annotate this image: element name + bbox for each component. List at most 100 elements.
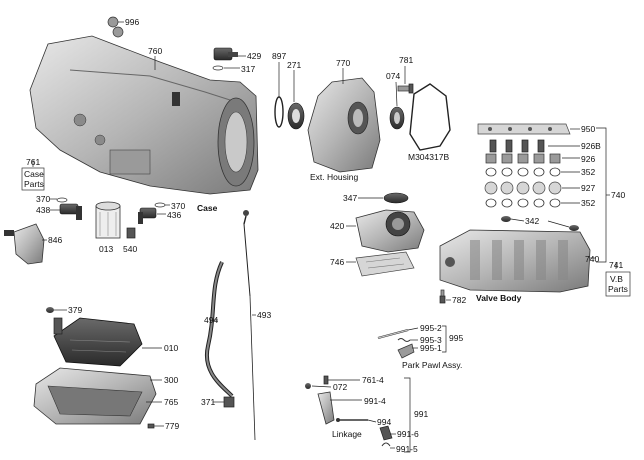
callout-m304317b: M304317B: [408, 152, 449, 162]
callout-741: 741: [609, 260, 623, 270]
callout-010: 010: [164, 343, 178, 353]
part-271-bearing: [287, 102, 305, 130]
callout-271: 271: [287, 60, 301, 70]
case-parts-box: 761 Case Parts: [21, 157, 45, 191]
sleeve-row-926: [485, 153, 561, 164]
part-379-oring: [46, 307, 54, 313]
part-995-2-pin: [377, 329, 409, 339]
part-994-rod: [336, 418, 368, 422]
callout-342: 342: [525, 216, 539, 226]
part-300-oil-pan: [33, 367, 157, 425]
callout-371: 371: [201, 397, 215, 407]
callout-760: 760: [148, 46, 162, 56]
part-429-sensor: [213, 47, 238, 61]
callout-761: 761: [26, 157, 40, 167]
callout-926b: 926B: [581, 141, 601, 151]
case-parts-line1: Case: [24, 169, 44, 179]
part-010-oil-filter: [53, 317, 143, 367]
part-347-seal: [383, 192, 409, 204]
callout-317: 317: [241, 64, 255, 74]
part-779-bolt: [147, 423, 155, 429]
caption-park-pawl: Park Pawl Assy.: [402, 360, 462, 370]
callout-300: 300: [164, 375, 178, 385]
part-991-6-lever: [379, 425, 393, 441]
part-781-bolt: [397, 83, 414, 94]
callout-493: 493: [257, 310, 271, 320]
callout-846: 846: [48, 235, 62, 245]
callout-995-2: 995-2: [420, 323, 442, 333]
callout-781: 781: [399, 55, 413, 65]
part-897-snap-ring: [274, 96, 284, 128]
vb-parts-line2: Parts: [608, 284, 628, 294]
part-420-pump-assembly: [355, 209, 425, 253]
part-371-grommet: [223, 396, 235, 408]
callout-740-valve-body: 740: [585, 254, 599, 264]
callout-746: 746: [330, 257, 344, 267]
part-996-bolts: [107, 16, 124, 38]
callout-995: 995: [449, 333, 463, 343]
callout-991: 991: [414, 409, 428, 419]
callout-995-1: 995-1: [420, 343, 442, 353]
oring-row-352-top: [485, 167, 561, 177]
callout-072: 072: [333, 382, 347, 392]
caption-valve-body: Valve Body: [476, 293, 522, 303]
part-950-gasket-plate: [477, 123, 571, 135]
callout-436: 436: [167, 210, 181, 220]
part-m304317b-gasket: [409, 83, 451, 151]
callout-779: 779: [165, 421, 179, 431]
callout-927: 927: [581, 183, 595, 193]
part-540-plug: [126, 227, 136, 239]
part-342-oring-pair: [501, 216, 579, 231]
callout-347: 347: [343, 193, 357, 203]
part-438-sensor: [59, 203, 82, 220]
callout-991-6: 991-6: [397, 429, 419, 439]
callout-438: 438: [36, 205, 50, 215]
part-991-4-lever: [317, 391, 335, 425]
part-746-plate: [355, 251, 415, 277]
part-072-washer: [305, 383, 311, 389]
callout-950: 950: [581, 124, 595, 134]
part-013-filter: [95, 201, 121, 239]
callout-494: 494: [204, 315, 218, 325]
callout-352-bottom: 352: [581, 198, 595, 208]
callout-379: 379: [68, 305, 82, 315]
callout-994: 994: [377, 417, 391, 427]
callout-991-4: 991-4: [364, 396, 386, 406]
extension-housing: [307, 77, 381, 173]
callout-352-top: 352: [581, 167, 595, 177]
part-991-5-clip: [381, 442, 391, 447]
callout-765: 765: [164, 397, 178, 407]
caption-linkage: Linkage: [332, 429, 362, 439]
callout-420: 420: [330, 221, 344, 231]
callout-991-5: 991-5: [396, 444, 418, 454]
callout-370-left: 370: [36, 194, 50, 204]
part-436-sensor: [138, 207, 157, 224]
callout-782: 782: [452, 295, 466, 305]
callout-429: 429: [247, 51, 261, 61]
part-494-dipstick-tube: [204, 261, 234, 398]
callout-897: 897: [272, 51, 286, 61]
part-761-4-bolt: [323, 375, 329, 385]
oring-row-352-bottom: [485, 198, 561, 208]
callout-540: 540: [123, 244, 137, 254]
part-995-1-pawl: [397, 343, 415, 359]
part-846-bracket: [4, 223, 45, 265]
callout-996: 996: [125, 17, 139, 27]
part-074-seal: [389, 106, 405, 130]
caption-ext-housing: Ext. Housing: [310, 172, 358, 182]
callout-926: 926: [581, 154, 595, 164]
vb-parts-box: 741 V.B Parts: [605, 260, 631, 297]
callout-740-bracket: 740: [611, 190, 625, 200]
part-782-bolt: [439, 289, 446, 304]
valve-body: [439, 229, 591, 293]
part-995-3-spring: [397, 338, 411, 342]
callout-013: 013: [99, 244, 113, 254]
part-493-dipstick: [243, 210, 256, 441]
case-parts-line2: Parts: [24, 179, 44, 189]
solenoid-row-926b: [489, 139, 545, 153]
callout-370-right: 370: [171, 201, 185, 211]
callout-761-4: 761-4: [362, 375, 384, 385]
filter-row-927: [484, 181, 562, 195]
callout-074: 074: [386, 71, 400, 81]
